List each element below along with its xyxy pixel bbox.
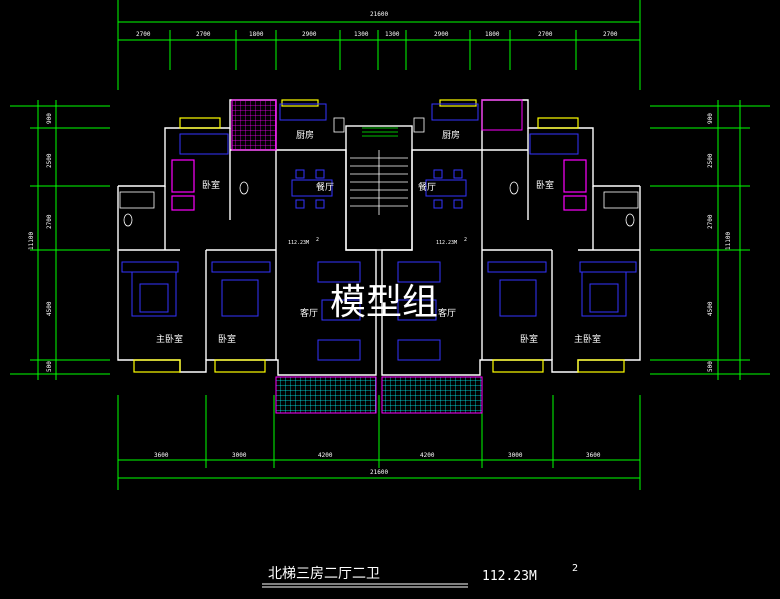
fixtures — [171, 159, 587, 211]
top-dim-7: 2900 — [434, 31, 449, 38]
top-dim-6: 1300 — [385, 31, 400, 38]
left-balcony — [275, 376, 377, 414]
left-kitchen-label: 厨房 — [296, 129, 314, 141]
plan-area: 112.23M — [482, 569, 537, 584]
left-dim-3: 2700 — [46, 214, 53, 229]
right-bedroom-top-label: 卧室 — [536, 179, 554, 191]
right-dim-4: 4500 — [707, 301, 714, 316]
left-dim-4: 4500 — [46, 301, 53, 316]
left-master-label: 主卧室 — [156, 333, 183, 345]
right-total-dimension: 11100 — [725, 232, 732, 250]
right-dimension-lines — [650, 100, 770, 380]
top-dim-8: 1800 — [485, 31, 500, 38]
top-total-dimension: 21600 — [370, 11, 388, 18]
top-dim-10: 2700 — [603, 31, 618, 38]
bottom-total-dimension: 21600 — [370, 469, 388, 476]
right-dim-5: 500 — [707, 361, 714, 372]
bottom-segment-labels: 3600 3000 4200 4200 3000 3600 — [154, 452, 601, 459]
top-dim-5: 1300 — [354, 31, 369, 38]
bath-fixtures — [119, 117, 639, 227]
stair-treads — [350, 150, 408, 215]
right-area-sup: 2 — [464, 237, 467, 243]
right-dim-2: 2500 — [707, 153, 714, 168]
bottom-dim-5: 3000 — [508, 452, 523, 459]
right-bedroom-label: 卧室 — [520, 333, 538, 345]
bottom-dim-1: 3600 — [154, 452, 169, 459]
top-dim-9: 2700 — [538, 31, 553, 38]
room-labels-left: 厨房 餐厅 卧室 客厅 卧室 主卧室 112.23M 2 — [156, 129, 334, 345]
left-dim-2: 2500 — [46, 153, 53, 168]
stair-top-flight — [362, 127, 398, 137]
right-living-label: 客厅 — [438, 307, 456, 319]
right-dim-3: 2700 — [707, 214, 714, 229]
plan-title: 北梯三房二厅二卫 — [268, 566, 380, 582]
left-area-label: 112.23M — [288, 240, 309, 246]
plan-area-sup: 2 — [572, 563, 578, 574]
windows — [133, 99, 625, 373]
title-underline — [262, 583, 468, 588]
left-total-dimension: 11100 — [28, 232, 35, 250]
bottom-dim-3: 4200 — [318, 452, 333, 459]
top-dim-1: 2700 — [136, 31, 151, 38]
left-area-sup: 2 — [316, 237, 319, 243]
room-labels-right: 厨房 餐厅 卧室 客厅 卧室 主卧室 112.23M 2 — [418, 129, 601, 345]
right-kitchen-balcony — [481, 99, 523, 131]
left-living-label: 客厅 — [300, 307, 318, 319]
top-dim-2: 2700 — [196, 31, 211, 38]
right-kitchen-label: 厨房 — [442, 129, 460, 141]
right-area-label: 112.23M — [436, 240, 457, 246]
bottom-dim-4: 4200 — [420, 452, 435, 459]
top-dim-3: 1800 — [249, 31, 264, 38]
bottom-dim-2: 3000 — [232, 452, 247, 459]
left-bedroom-label: 卧室 — [218, 333, 236, 345]
left-dining-label: 餐厅 — [316, 181, 334, 193]
right-dining-label: 餐厅 — [418, 181, 436, 193]
right-dim-1: 900 — [707, 113, 714, 124]
right-master-label: 主卧室 — [574, 333, 601, 345]
bottom-dim-6: 3600 — [586, 452, 601, 459]
left-kitchen-balcony — [231, 99, 277, 151]
furniture-left — [121, 103, 361, 361]
furniture-right — [397, 103, 637, 361]
left-dimension-lines — [10, 100, 110, 380]
watermark: 模型组 — [330, 282, 438, 323]
top-dim-4: 2900 — [302, 31, 317, 38]
bottom-dimension-lines — [117, 395, 641, 490]
right-balcony — [381, 376, 483, 414]
left-dim-5: 500 — [46, 361, 53, 372]
left-dim-1: 900 — [46, 113, 53, 124]
top-dimension-lines — [117, 0, 641, 90]
left-bedroom-top-label: 卧室 — [202, 179, 220, 191]
building-walls — [117, 99, 641, 376]
top-segment-labels: 2700 2700 1800 2900 1300 1300 2900 1800 … — [136, 31, 618, 38]
